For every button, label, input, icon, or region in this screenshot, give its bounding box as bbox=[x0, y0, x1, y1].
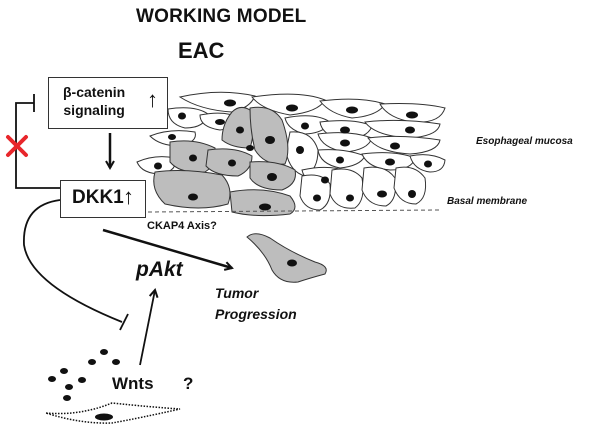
signaling-label: signaling bbox=[63, 102, 125, 118]
tumor-cell bbox=[229, 189, 296, 217]
pakt-label: pAkt bbox=[136, 258, 183, 281]
wnts-question-mark: ? bbox=[183, 374, 194, 393]
arrow-dkk1-to-tumor bbox=[102, 228, 232, 268]
wnt-ligands bbox=[48, 349, 120, 401]
blocked-x-icon bbox=[6, 135, 28, 157]
up-arrow-icon: ↑ bbox=[147, 87, 158, 112]
tumor-cell bbox=[249, 106, 289, 165]
normal-cell bbox=[299, 174, 331, 211]
cell-nuclei bbox=[154, 99, 432, 211]
inhibition-bar-wnts bbox=[119, 313, 129, 331]
dkk1-node: DKK1 ↑ bbox=[60, 180, 146, 218]
dkk1-label: DKK1 bbox=[72, 187, 124, 208]
stromal-cell bbox=[45, 402, 181, 424]
migrating-cell-nucleus bbox=[287, 259, 297, 267]
esophageal-mucosa-label: Esophageal mucosa bbox=[476, 136, 573, 147]
arrow-wnts-to-pakt bbox=[139, 290, 155, 366]
diagram-title: WORKING MODEL bbox=[136, 6, 307, 27]
normal-cell bbox=[367, 135, 441, 155]
beta-catenin-node: β-catenin signaling ↑ bbox=[48, 77, 168, 129]
diagram-subtitle: EAC bbox=[178, 38, 225, 63]
up-arrow-icon: ↑ bbox=[123, 184, 134, 209]
tumor-cell bbox=[153, 170, 231, 209]
normal-cell bbox=[329, 168, 364, 209]
normal-cell bbox=[167, 107, 209, 129]
normal-cell bbox=[361, 166, 397, 207]
normal-cell bbox=[393, 166, 427, 205]
inhibition-dkk1-to-wnts bbox=[23, 199, 123, 323]
tumor-progression-label: Tumor Progression bbox=[215, 285, 297, 322]
migrating-tumor-cell bbox=[246, 233, 327, 283]
normal-cell bbox=[364, 119, 441, 139]
ckap4-axis-label: CKAP4 Axis? bbox=[147, 220, 217, 232]
beta-catenin-label: β-catenin bbox=[63, 84, 126, 100]
normal-cell bbox=[178, 91, 256, 113]
wnts-label: Wnts bbox=[112, 374, 154, 393]
basal-membrane-label: Basal membrane bbox=[447, 196, 528, 207]
